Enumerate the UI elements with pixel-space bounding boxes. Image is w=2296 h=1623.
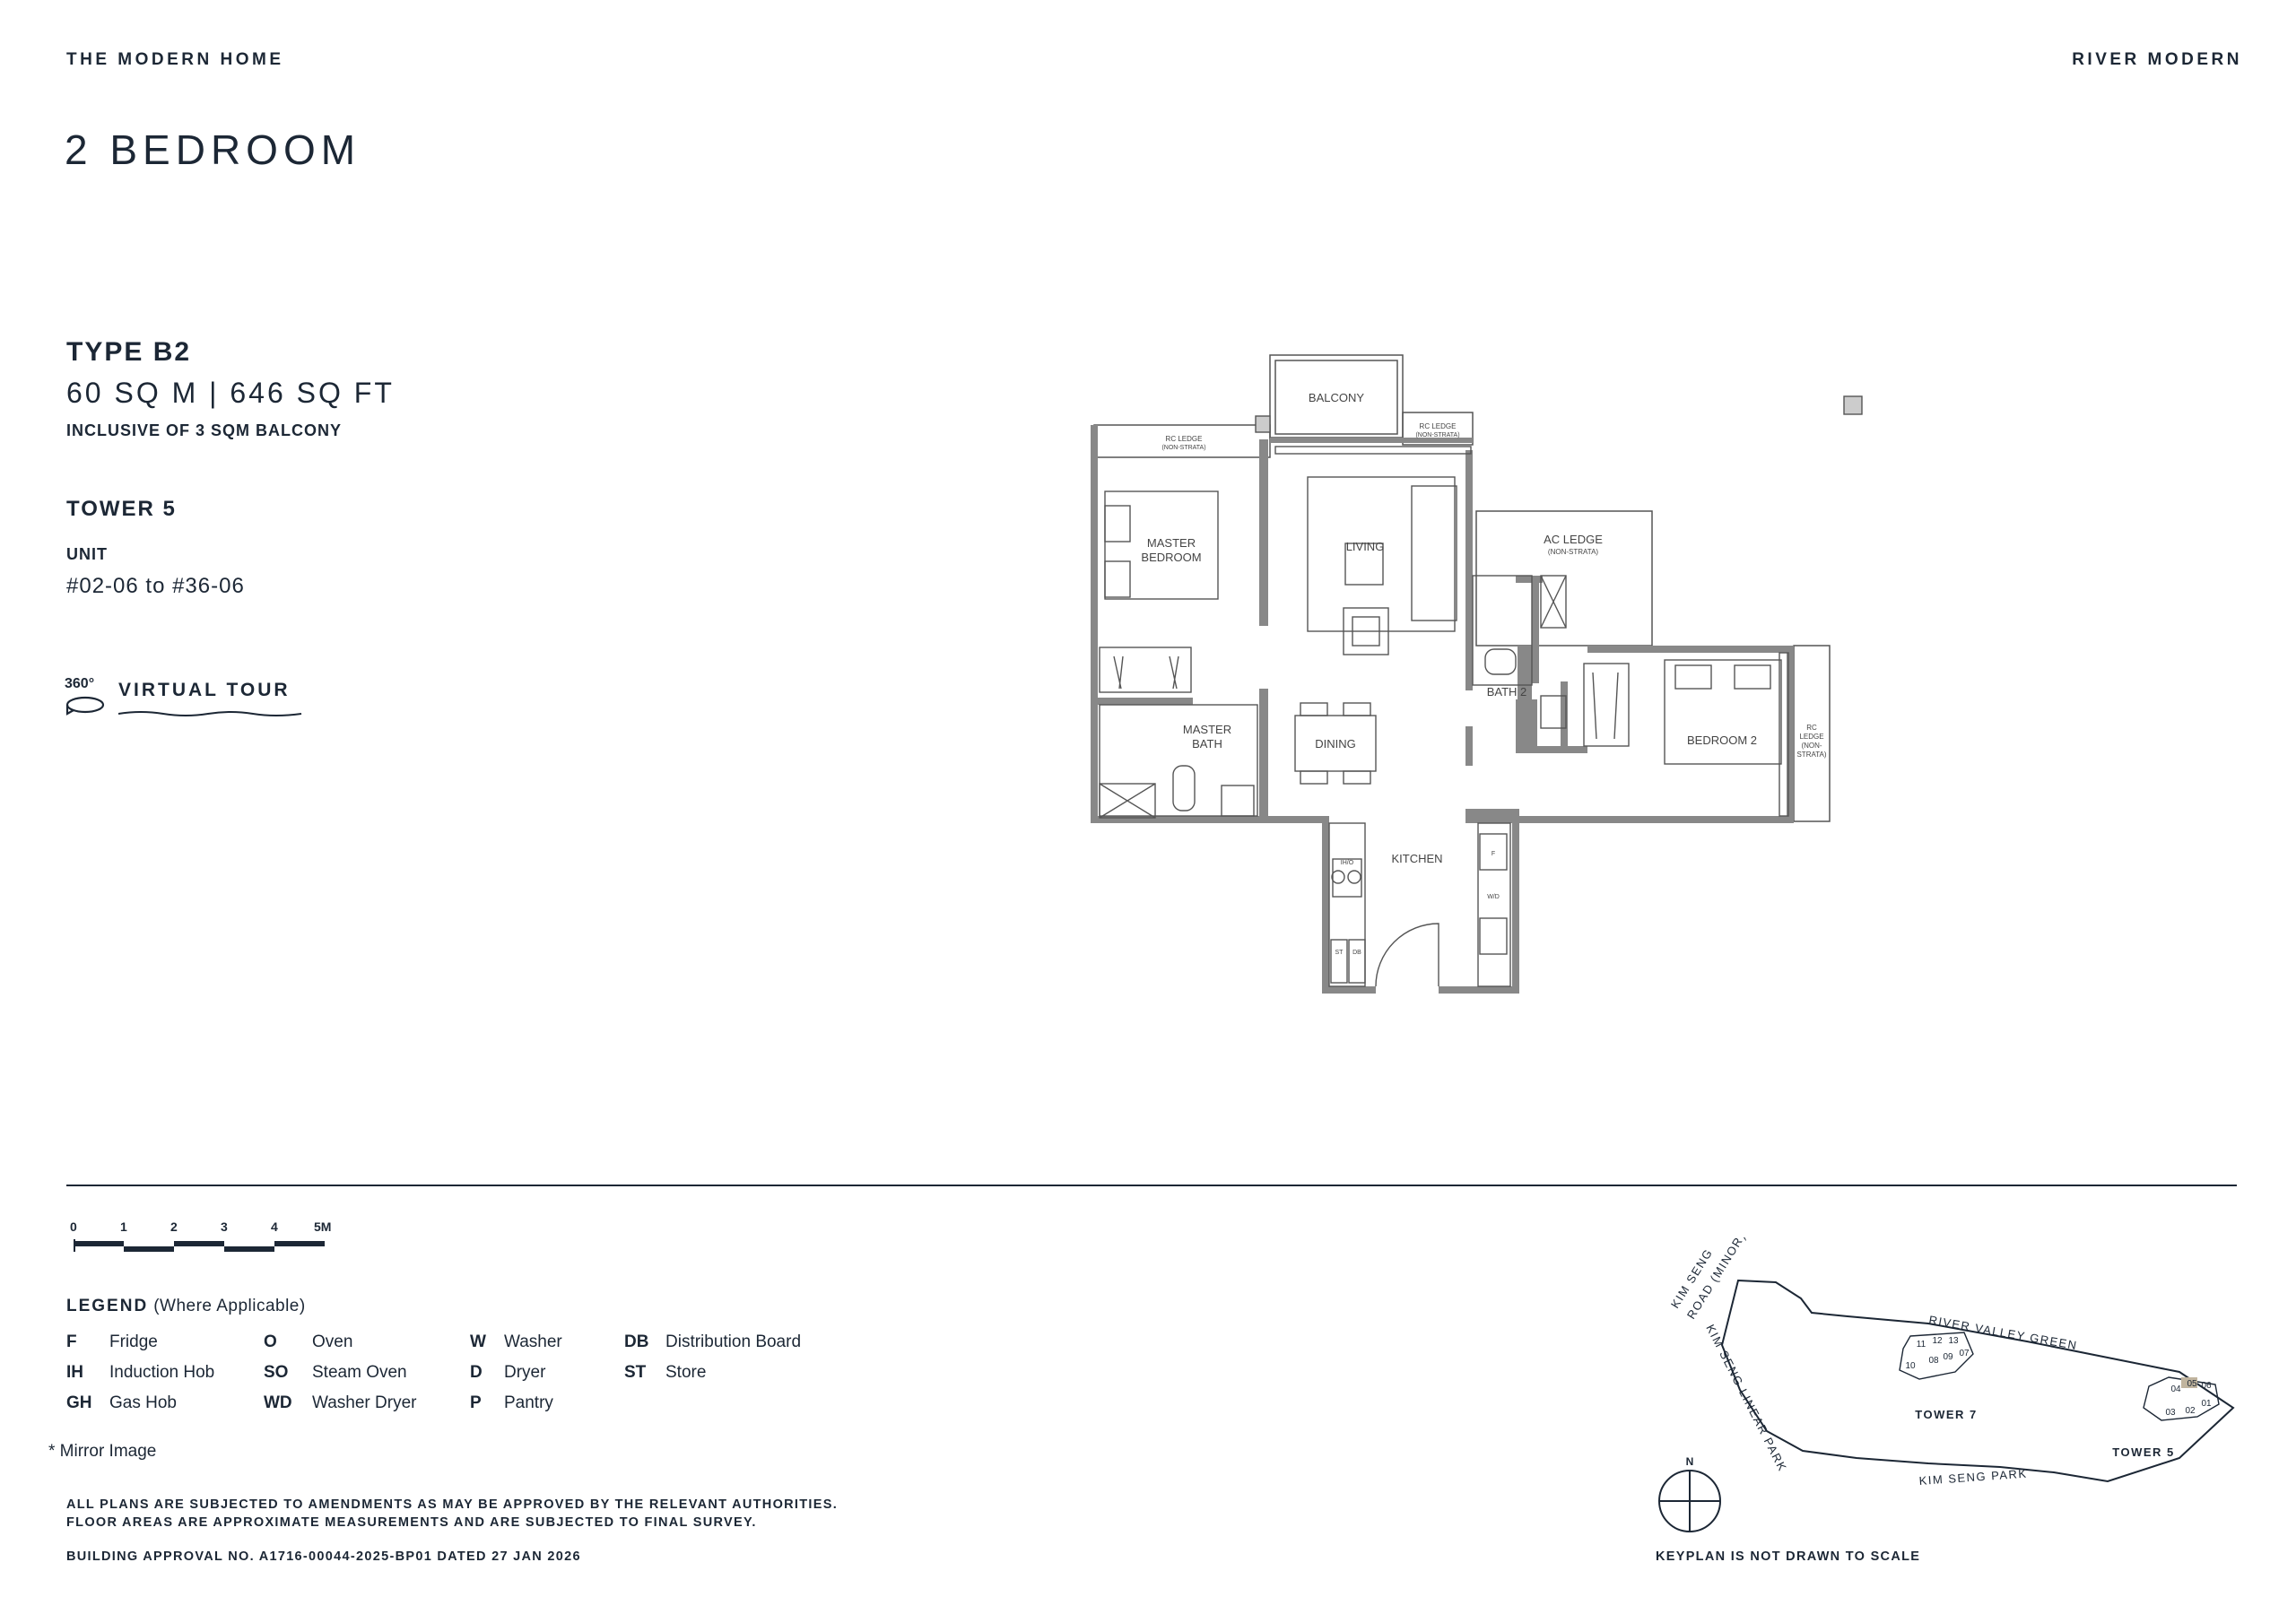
unit-type: TYPE B2 bbox=[66, 337, 192, 367]
unit-t7: 09 bbox=[1943, 1352, 1953, 1362]
scale-tick: 4 bbox=[271, 1219, 278, 1234]
unit-t5: 06 bbox=[2201, 1381, 2212, 1391]
toilet bbox=[1172, 765, 1196, 812]
unit-t7: 07 bbox=[1959, 1349, 1970, 1358]
rc-ledge-label-3b: LEDGE bbox=[1799, 733, 1823, 741]
unit-area: 60 SQ M | 646 SQ FT bbox=[66, 377, 395, 409]
rc-ledge-label-3c: (NON- bbox=[1801, 742, 1822, 750]
living-area bbox=[1307, 476, 1456, 632]
unit-t5: 04 bbox=[2170, 1384, 2181, 1394]
site-boundary bbox=[1720, 1279, 2235, 1483]
rotate-360-icon[interactable] bbox=[65, 694, 106, 719]
bath2-toilet bbox=[1484, 648, 1517, 675]
brand-right: RIVER MODERN bbox=[2072, 50, 2242, 69]
virtual-tour-button[interactable]: VIRTUAL TOUR bbox=[118, 680, 291, 700]
scale-tick: 5M bbox=[314, 1219, 332, 1234]
rc-ledge-top-right bbox=[1402, 412, 1474, 446]
dining-table bbox=[1294, 715, 1377, 772]
kitchen-counter-right bbox=[1477, 822, 1511, 987]
north-arrow bbox=[1658, 1470, 1721, 1532]
tower-label: TOWER 5 bbox=[66, 497, 177, 521]
unit-t5: 01 bbox=[2201, 1399, 2212, 1409]
unit-label: UNIT bbox=[66, 545, 108, 563]
bath2-sink bbox=[1540, 695, 1567, 729]
approval-number: BUILDING APPROVAL NO. A1716-00044-2025-B… bbox=[66, 1549, 581, 1564]
master-bedroom-label-1: MASTER bbox=[1147, 536, 1196, 550]
ac-ledge-sub: (NON-STRATA) bbox=[1548, 548, 1598, 556]
rc-ledge-sub-2: (NON-STRATA) bbox=[1415, 432, 1459, 438]
sofa bbox=[1411, 485, 1457, 621]
disclaimer-line-1: ALL PLANS ARE SUBJECTED TO AMENDMENTS AS… bbox=[66, 1497, 839, 1512]
scale-tick: 1 bbox=[120, 1219, 127, 1234]
mirror-note: * Mirror Image bbox=[48, 1442, 157, 1461]
master-bath-label-1: MASTER bbox=[1183, 723, 1231, 736]
floor-plan: BALCONY RC LEDGE (NON-STRATA) RC LEDGE (… bbox=[1091, 354, 1863, 994]
unit-t7: 12 bbox=[1932, 1336, 1943, 1346]
virtual-tour-badge[interactable]: 360° bbox=[65, 676, 95, 691]
keyplan-note: KEYPLAN IS NOT DRAWN TO SCALE bbox=[1656, 1549, 1921, 1564]
bedroom2-bed bbox=[1664, 659, 1782, 765]
ac-ledge-label: AC LEDGE bbox=[1544, 533, 1603, 546]
living-label: LIVING bbox=[1346, 540, 1385, 553]
st-label: ST bbox=[1335, 950, 1344, 956]
scale-tick: 0 bbox=[70, 1219, 77, 1234]
master-wardrobe bbox=[1099, 647, 1192, 693]
tower-5-label: TOWER 5 bbox=[2112, 1445, 2175, 1459]
fridge-label: F bbox=[1492, 851, 1495, 857]
unit-t5: 05 bbox=[2187, 1379, 2197, 1389]
db-label: DB bbox=[1352, 950, 1361, 956]
sink bbox=[1221, 785, 1255, 817]
brand-left: THE MODERN HOME bbox=[66, 50, 284, 69]
fridge bbox=[1479, 833, 1508, 871]
unit-range: #02-06 to #36-06 bbox=[66, 574, 245, 598]
dining-label: DINING bbox=[1315, 737, 1356, 751]
kitchen-label: KITCHEN bbox=[1391, 852, 1442, 865]
scale-bar: 0 1 2 3 4 5M bbox=[66, 1219, 353, 1264]
scale-tick: 2 bbox=[170, 1219, 178, 1234]
unit-t5: 02 bbox=[2185, 1406, 2196, 1416]
unit-t5: 03 bbox=[2165, 1408, 2176, 1418]
kitchen-counter-left bbox=[1328, 822, 1366, 987]
balcony-note: INCLUSIVE OF 3 SQM BALCONY bbox=[66, 421, 343, 439]
keyplan-map: 11 12 13 08 09 07 10 04 05 06 01 03 02 T… bbox=[1658, 1237, 2235, 1532]
page-title: 2 BEDROOM bbox=[65, 126, 361, 173]
legend-subtitle: (Where Applicable) bbox=[153, 1297, 306, 1315]
tv-console bbox=[1344, 542, 1384, 586]
disclaimer-line-2: FLOOR AREAS ARE APPROXIMATE MEASUREMENTS… bbox=[66, 1515, 757, 1530]
unit-t7: 11 bbox=[1917, 1340, 1926, 1350]
rc-ledge-label-3a: RC bbox=[1806, 724, 1817, 732]
balcony-label: BALCONY bbox=[1309, 391, 1364, 404]
unit-t7: 10 bbox=[1905, 1361, 1916, 1371]
scale-bar-graphic bbox=[74, 1239, 325, 1252]
rc-ledge-label-3d: STRATA) bbox=[1796, 751, 1826, 759]
legend-title: LEGEND(Where Applicable) bbox=[66, 1297, 306, 1316]
ih-label: IH/O bbox=[1341, 860, 1354, 866]
rc-ledge-label-1: RC LEDGE bbox=[1166, 435, 1203, 443]
master-bedroom-label-2: BEDROOM bbox=[1141, 551, 1201, 564]
road-river-valley-green: RIVER VALLEY GREEN bbox=[1927, 1313, 2078, 1352]
scale-tick: 3 bbox=[221, 1219, 228, 1234]
divider-line bbox=[66, 1185, 2237, 1186]
road-kim-seng-linear-park: KIM SENG LINEAR PARK bbox=[1703, 1323, 1789, 1474]
coffee-table bbox=[1343, 607, 1389, 655]
unit-t7: 08 bbox=[1928, 1356, 1939, 1366]
tower-7-label: TOWER 7 bbox=[1915, 1408, 1978, 1421]
bedroom2-wardrobe bbox=[1583, 663, 1630, 747]
ac-ledge-outline bbox=[1475, 510, 1653, 647]
legend-title-text: LEGEND bbox=[66, 1297, 149, 1315]
bath2-label: BATH 2 bbox=[1487, 685, 1527, 699]
unit-t7: 13 bbox=[1948, 1336, 1959, 1346]
wave-underline bbox=[118, 711, 302, 716]
bedroom2-label: BEDROOM 2 bbox=[1687, 733, 1757, 747]
road-kim-seng-park: KIM SENG PARK bbox=[1918, 1467, 2028, 1488]
master-bath-label-2: BATH bbox=[1192, 737, 1222, 751]
rc-ledge-sub-1: (NON-STRATA) bbox=[1161, 445, 1205, 451]
rc-ledge-box bbox=[1843, 395, 1863, 415]
north-label: N bbox=[1686, 1455, 1694, 1468]
wd-label: W/D bbox=[1487, 894, 1500, 900]
master-bed bbox=[1104, 490, 1219, 600]
disclaimer: ALL PLANS ARE SUBJECTED TO AMENDMENTS AS… bbox=[66, 1496, 838, 1532]
rc-ledge-label-2: RC LEDGE bbox=[1420, 422, 1457, 430]
